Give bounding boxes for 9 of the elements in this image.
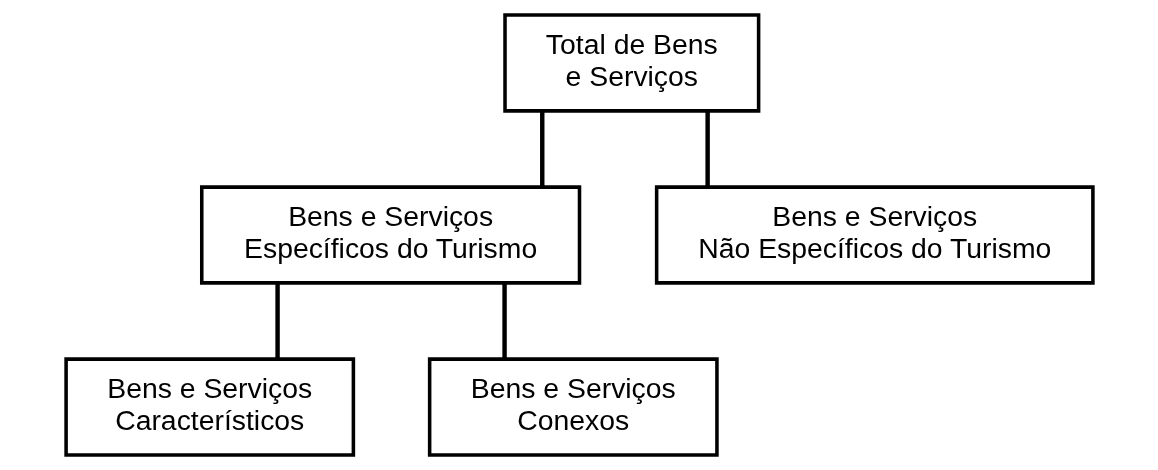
connector [501,282,507,359]
node-box: Total de Bens e Serviços [502,13,760,113]
connector [539,110,544,187]
node-box: Bens e Serviços Conexos [427,357,719,457]
connector [704,110,710,187]
node-box: Bens e Serviços Específicos do Turismo [199,185,581,285]
node-box: Bens e Serviços Característicos [63,357,355,457]
connector [274,282,280,359]
node-box: Bens e Serviços Não Específicos do Turismo [654,185,1095,285]
